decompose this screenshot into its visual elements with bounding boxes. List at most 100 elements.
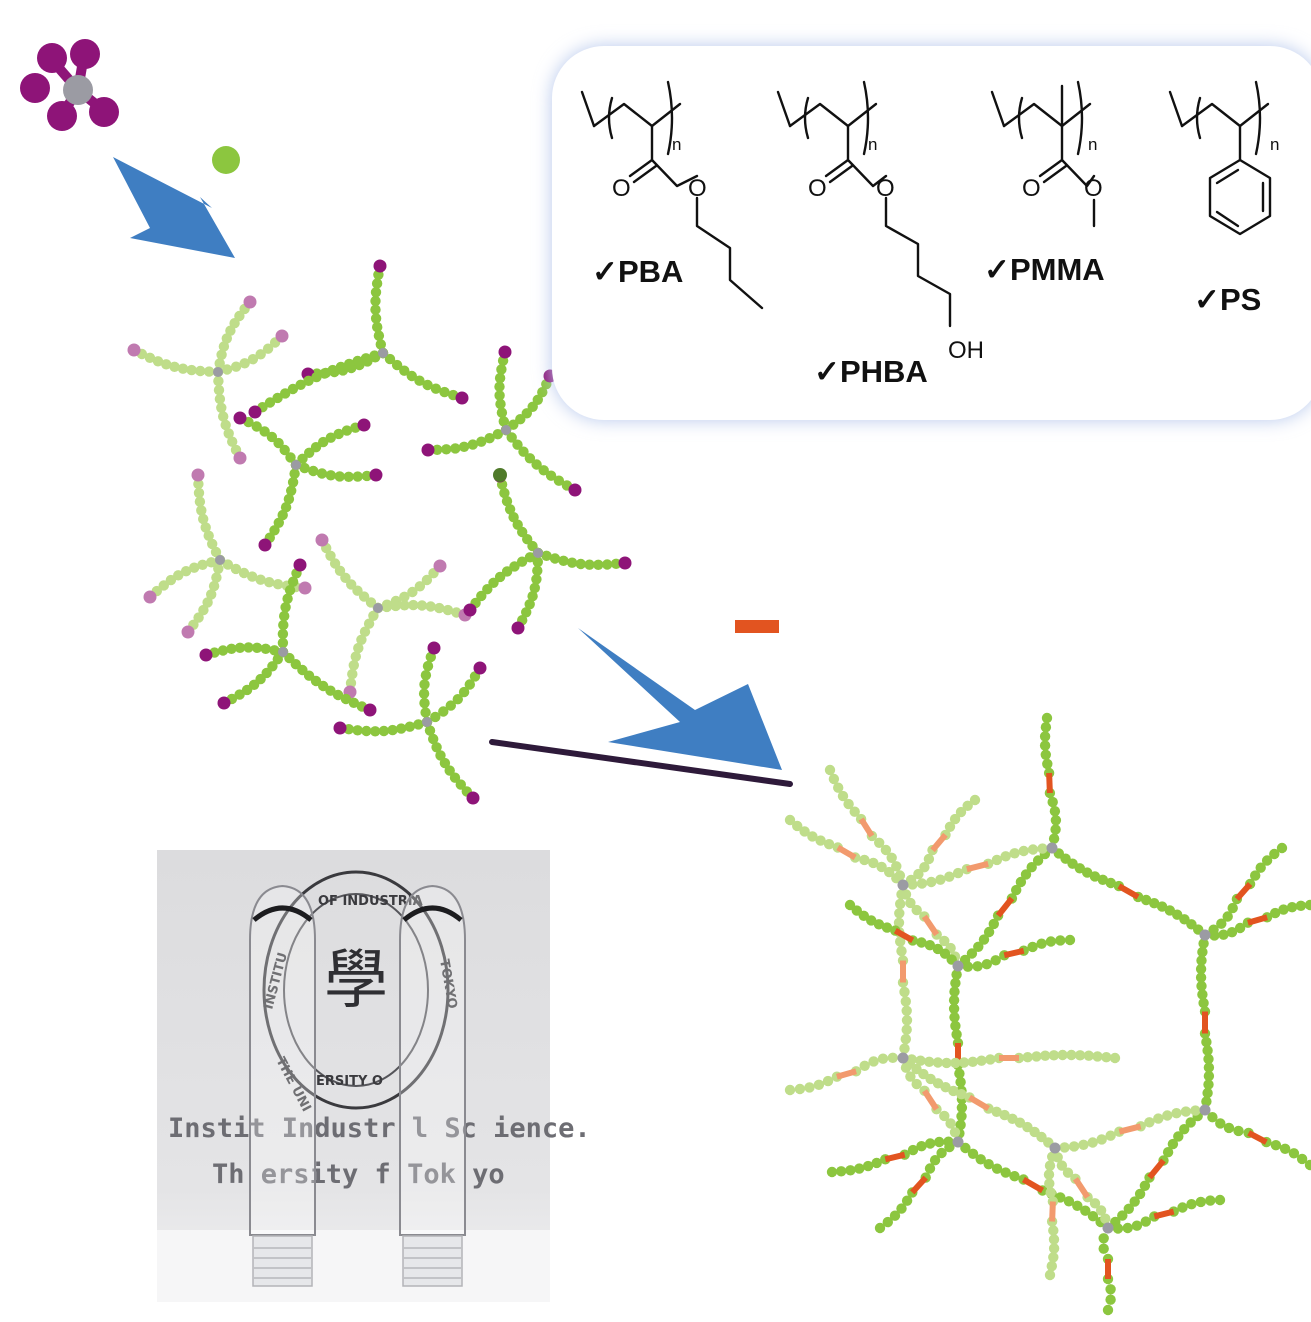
bracket-right	[1254, 80, 1262, 156]
living-chain-end	[498, 345, 512, 359]
oxygen-label: O	[612, 175, 631, 202]
bracket-right	[666, 80, 674, 156]
ester	[1060, 124, 1096, 188]
crosslink	[884, 1151, 906, 1163]
star-core	[533, 548, 543, 558]
initiator-arm-bead	[20, 73, 50, 103]
bracket-left	[607, 96, 614, 140]
network-strand	[1199, 842, 1288, 941]
star-core	[373, 603, 383, 613]
network-strand	[897, 1052, 1061, 1154]
repeat-subscript: n	[1270, 135, 1279, 154]
bracket-left	[1195, 96, 1202, 140]
crosslink	[858, 817, 875, 838]
crosslink	[1072, 1177, 1091, 1199]
crosslink	[1046, 772, 1053, 794]
seal-text: OF INDUSTRIA	[318, 894, 423, 909]
living-chain-end	[363, 703, 377, 717]
crosslink	[836, 844, 857, 861]
living-chain-end	[511, 621, 525, 635]
network-strand	[1039, 712, 1062, 854]
crosslink	[1118, 1123, 1142, 1135]
living-chain-end	[568, 483, 582, 497]
network-strand	[824, 764, 909, 891]
seal-ring	[262, 870, 450, 1110]
star-polymer	[143, 468, 312, 639]
network-junction	[952, 960, 964, 972]
oxygen-label: O	[1084, 175, 1103, 202]
living-chain-end	[433, 559, 447, 573]
star-polymer	[463, 469, 632, 635]
process-arrow-icon	[578, 628, 782, 770]
repeat-subscript: n	[868, 135, 877, 154]
repeat-subscript: n	[1088, 135, 1097, 154]
crosslink	[968, 1094, 990, 1112]
bond	[1168, 90, 1184, 128]
living-chain-end	[427, 641, 441, 655]
photo-caption-line: Instit Industr l Sc ience.	[168, 1113, 591, 1144]
crosslink	[836, 1068, 857, 1080]
living-chain-end	[333, 721, 347, 735]
carbonyl	[1038, 158, 1068, 184]
benzene-double	[1215, 168, 1265, 228]
repeat-subscript: n	[672, 135, 681, 154]
network-strand	[952, 1136, 1114, 1234]
living-chain-end	[191, 468, 205, 482]
hydroxyl-label: OH	[948, 337, 984, 364]
living-chain-end	[199, 648, 213, 662]
initiator-arm-bead	[70, 39, 100, 69]
bond	[580, 90, 596, 128]
photo-caption-line: Th ersity f Tok yo	[212, 1159, 505, 1190]
bond	[776, 90, 792, 128]
initiator-arm-bead	[47, 101, 77, 131]
network-strand	[897, 1049, 1121, 1069]
network-strand	[874, 1136, 964, 1234]
network-strand	[1195, 929, 1215, 1116]
oxygen-label: O	[1022, 175, 1041, 202]
monomer-dot-icon	[212, 146, 240, 174]
network-strand	[1199, 899, 1311, 941]
carbonyl	[628, 158, 658, 184]
crosslink	[930, 832, 948, 853]
bracket-right	[862, 80, 870, 156]
living-chain-end	[315, 533, 329, 547]
network-junction	[1199, 1104, 1211, 1116]
bracket-right	[1076, 80, 1084, 156]
ester	[650, 124, 699, 188]
star-core	[215, 555, 225, 565]
network-strand	[1043, 1142, 1061, 1281]
butyl-chain	[695, 196, 764, 310]
star-core	[422, 717, 432, 727]
bracket-left	[1017, 96, 1024, 140]
star-polymer	[421, 345, 582, 497]
living-chain-end	[466, 791, 480, 805]
star-polymer	[315, 533, 472, 699]
crosslink	[1147, 1158, 1166, 1180]
star-core	[213, 367, 223, 377]
crosslink	[1021, 1176, 1045, 1194]
star-core	[501, 425, 511, 435]
star-polymer	[248, 259, 469, 419]
four-arm-initiator-icon	[20, 39, 119, 131]
network-strand	[893, 879, 913, 1064]
connector-line	[489, 739, 793, 787]
initiator-arm-bead	[37, 43, 67, 73]
star-polymer	[199, 558, 377, 717]
polymer-label-phba: ✓PHBA	[814, 354, 928, 389]
bond	[990, 90, 1006, 128]
star-polymer	[127, 295, 289, 465]
backbone	[788, 102, 878, 128]
star-polymer	[333, 641, 487, 805]
seal-kanji: 學	[324, 944, 388, 1016]
oxygen-label: O	[688, 175, 707, 202]
network-junction	[897, 879, 909, 891]
hydroxybutyl-chain	[884, 196, 952, 328]
living-chain-end	[233, 451, 247, 465]
network-strand	[1046, 842, 1211, 941]
crosslink	[921, 1089, 940, 1111]
network-junction	[1049, 1142, 1061, 1154]
living-chain-end	[275, 329, 289, 343]
